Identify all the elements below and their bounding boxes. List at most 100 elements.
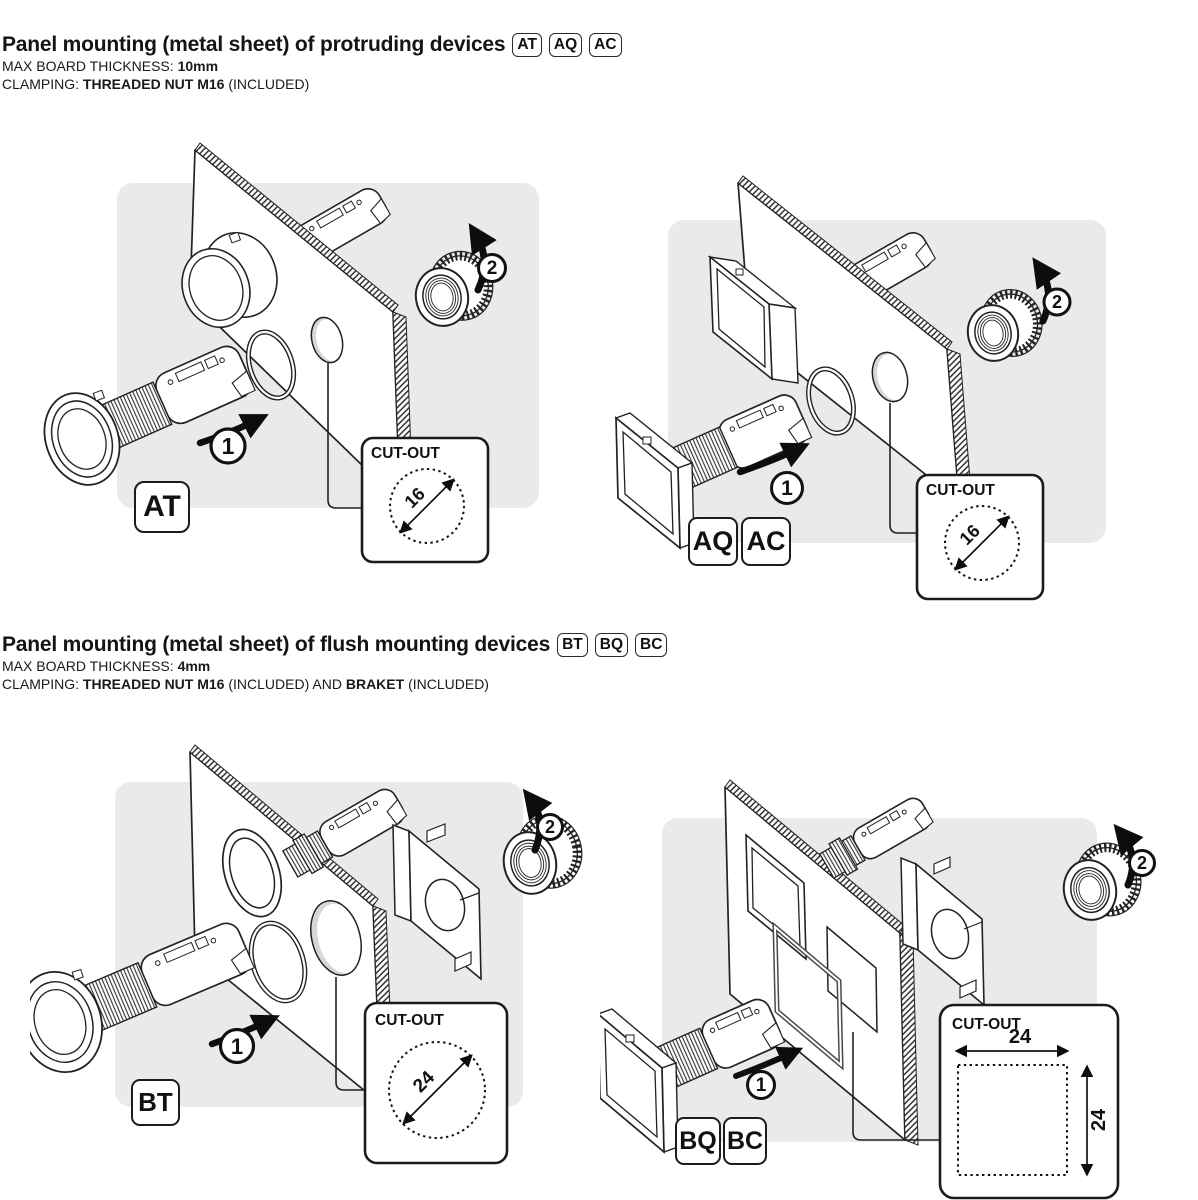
device-label-mark xyxy=(358,801,372,815)
mounted-button xyxy=(181,231,278,329)
mounting-bracket xyxy=(900,856,985,1007)
square-gasket xyxy=(772,921,844,1071)
svg-text:2: 2 xyxy=(1052,292,1062,312)
model-badge-bq: BQ xyxy=(594,633,629,657)
threaded-nut xyxy=(502,814,583,895)
cutout-callout: CUT-OUT 16 xyxy=(915,473,1045,601)
device-label-mark xyxy=(866,816,891,835)
device-front xyxy=(600,998,786,1154)
model-badge-bt: BT xyxy=(557,633,588,657)
model-badge-bc: BC xyxy=(635,633,668,657)
page-title-2: Panel mounting (metal sheet) of flush mo… xyxy=(2,633,551,656)
step-2-badge xyxy=(536,813,564,841)
panel-hole xyxy=(871,351,910,403)
step-1-arrow xyxy=(736,442,810,476)
svg-text:1: 1 xyxy=(231,1034,243,1059)
device-label-mark xyxy=(203,355,219,370)
cutout-width-value: 24 xyxy=(1009,1026,1032,1048)
clamping-line: CLAMPING: THREADED NUT M16 (INCLUDED) xyxy=(2,76,310,92)
step-1-arrow xyxy=(733,1046,804,1079)
device-label-mark xyxy=(763,403,777,417)
device-body-rear xyxy=(818,797,934,880)
diameter-arrow xyxy=(954,515,1010,571)
step-2: 2 xyxy=(1113,823,1156,889)
device-label-mark xyxy=(342,200,357,214)
device-type-badge-bc: BC xyxy=(723,1117,767,1165)
step-2-badge xyxy=(1128,849,1156,877)
threaded-nut xyxy=(414,250,494,327)
device-type-badge-bq: BQ xyxy=(675,1117,721,1165)
knurled-collar xyxy=(828,837,859,876)
cutout-callout: CUT-OUT 16 xyxy=(360,436,490,564)
max-thickness-line: MAX BOARD THICKNESS: 10mm xyxy=(2,58,219,74)
step-2-badge xyxy=(477,253,507,283)
step-1-badge xyxy=(746,1070,776,1100)
step-1: 1 xyxy=(208,1014,280,1065)
device-label-mark xyxy=(887,244,902,258)
device-label-mark xyxy=(888,810,901,822)
device-label-mark xyxy=(861,251,889,273)
step-2-badge xyxy=(1042,287,1072,317)
device-label-mark xyxy=(740,1006,754,1019)
device-type-badge-at: AT xyxy=(134,481,190,533)
callout-leader-line xyxy=(889,403,917,534)
diagram-protruding-round: 1 2 CUT-OUT 16 xyxy=(43,142,539,564)
device-front xyxy=(43,345,256,486)
device-body-rear xyxy=(281,788,408,878)
callout-leader-line xyxy=(327,363,362,509)
diagram-flush-square: 1 2 CUT-OUT 24 24 xyxy=(600,779,1156,1200)
panel-hole xyxy=(310,316,345,364)
page-title: Panel mounting (metal sheet) of protrudi… xyxy=(2,33,506,56)
device-label-mark xyxy=(316,207,344,229)
threaded-nut xyxy=(966,288,1043,362)
device-label-mark xyxy=(194,935,210,950)
cutout-square xyxy=(957,1064,1068,1176)
svg-text:1: 1 xyxy=(781,477,793,500)
panel-top-edge-hatch xyxy=(194,142,399,313)
cutout-title: CUT-OUT xyxy=(926,482,995,499)
model-badge-aq: AQ xyxy=(548,33,583,57)
panel-hole xyxy=(310,900,364,976)
callout-leader-line xyxy=(852,1032,940,1141)
device-type-badge-bt: BT xyxy=(131,1079,180,1126)
device-label-mark xyxy=(735,409,764,429)
device-label-mark xyxy=(174,361,206,383)
diagram-protruding-square: 1 2 CUT-OUT 16 xyxy=(614,175,1106,601)
step-1-badge xyxy=(770,471,804,505)
step-2: 2 xyxy=(468,223,507,294)
o-ring-gasket xyxy=(248,920,308,1004)
mounting-bracket xyxy=(392,823,482,981)
device-type-badge-aq: AQ xyxy=(688,517,738,566)
device-front xyxy=(30,922,255,1074)
step-1: 1 xyxy=(736,442,810,505)
cutout-title: CUT-OUT xyxy=(375,1012,444,1029)
cutout-callout: CUT-OUT 24 xyxy=(363,1001,509,1165)
svg-text:1: 1 xyxy=(222,433,235,459)
diagram-flush-round: 1 2 CUT-OUT 24 xyxy=(30,744,583,1165)
device-label-mark xyxy=(714,1011,742,1031)
flange-ring xyxy=(221,828,283,918)
model-badge-at: AT xyxy=(512,33,542,57)
panel-top-edge-hatch xyxy=(737,175,953,350)
o-ring-gasket xyxy=(806,366,856,436)
step-1: 1 xyxy=(196,414,269,465)
cutout-circle xyxy=(944,505,1020,581)
device-type-badge-ac: AC xyxy=(741,517,791,566)
step-1-badge xyxy=(209,427,247,465)
clamping-line-2: CLAMPING: THREADED NUT M16 (INCLUDED) AN… xyxy=(2,676,489,692)
svg-text:1: 1 xyxy=(756,1075,767,1096)
knurled-collar xyxy=(292,833,325,875)
step-1-badge xyxy=(218,1027,256,1065)
cutout-title: CUT-OUT xyxy=(371,445,440,462)
step-1: 1 xyxy=(733,1046,804,1100)
section-protruding-header: Panel mounting (metal sheet) of protrudi… xyxy=(2,33,622,93)
model-badge-ac: AC xyxy=(589,33,622,57)
device-label-mark xyxy=(334,808,361,829)
device-label-mark xyxy=(163,941,196,964)
cutout-height-value: 24 xyxy=(1088,1108,1110,1131)
o-ring-gasket xyxy=(245,329,297,401)
svg-text:2: 2 xyxy=(487,258,498,279)
cutout-circle xyxy=(388,1041,486,1139)
cutout-circle xyxy=(389,468,465,544)
step-2: 2 xyxy=(522,788,564,854)
